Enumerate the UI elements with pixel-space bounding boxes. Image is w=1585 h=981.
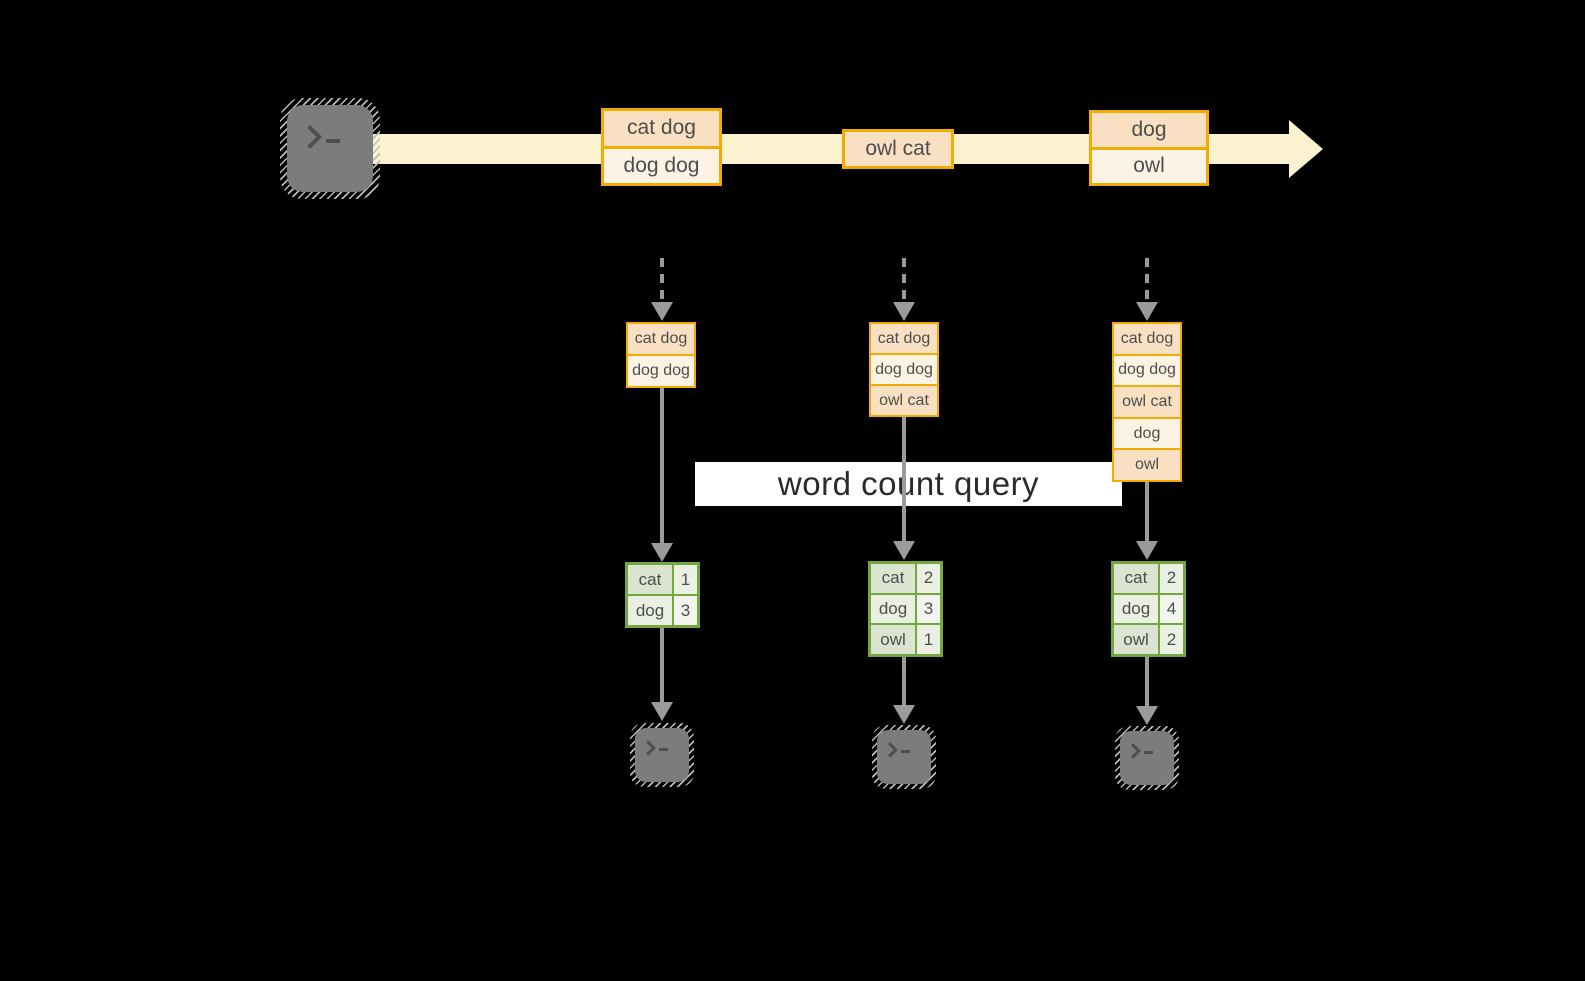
- buffer-cell: dog dog: [1114, 353, 1180, 386]
- ingest-dashed-arrow: [1145, 258, 1149, 300]
- chevron-right-icon: [640, 740, 656, 756]
- sink-terminal-icon: [1115, 726, 1179, 790]
- buffer-cell: owl: [1114, 448, 1180, 480]
- buffer-cell: dog: [1114, 416, 1180, 449]
- sink-terminal-icon: [630, 723, 694, 787]
- count-cell: 1: [915, 625, 940, 655]
- table-row: owl 1: [871, 623, 940, 655]
- ingest-arrowhead-icon: [651, 302, 673, 321]
- output-arrowhead-icon: [651, 702, 673, 721]
- buffer-cell: owl cat: [871, 384, 937, 415]
- output-arrow: [660, 628, 664, 703]
- table-row: cat 1: [628, 565, 697, 594]
- ingest-arrowhead-icon: [1136, 302, 1158, 321]
- table-row: dog 3: [871, 592, 940, 624]
- count-cell: 2: [1158, 564, 1183, 593]
- table-row: cat 2: [1114, 564, 1183, 593]
- chevron-right-icon: [1125, 743, 1141, 759]
- word-cell: dog: [1114, 594, 1158, 624]
- buffer-cell: cat dog: [1114, 324, 1180, 354]
- table-row: dog 4: [1114, 592, 1183, 624]
- output-arrow: [1145, 657, 1149, 707]
- word-count-query-banner: word count query: [695, 462, 1122, 506]
- table-row: dog 3: [628, 594, 697, 625]
- query-arrow: [1145, 482, 1149, 542]
- count-cell: 3: [915, 594, 940, 624]
- word-cell: cat: [628, 565, 672, 594]
- count-cell: 2: [1158, 625, 1183, 655]
- query-arrowhead-icon: [1136, 541, 1158, 560]
- stream-arrow-head-icon: [1289, 120, 1323, 178]
- stream-event-cell: owl: [1092, 146, 1206, 183]
- cursor-underscore-icon: [901, 750, 910, 753]
- banner-label: word count query: [777, 465, 1040, 502]
- terminal-prompt-icon: [1125, 743, 1153, 759]
- sink-terminal-icon: [872, 725, 936, 789]
- terminal-screen: [635, 728, 689, 782]
- stream-event-cell: dog dog: [604, 145, 719, 183]
- cursor-underscore-icon: [326, 138, 340, 143]
- query-arrowhead-icon: [651, 543, 673, 562]
- ingest-dashed-arrow: [660, 258, 664, 300]
- word-cell: owl: [1114, 625, 1158, 655]
- word-count-table: cat 2 dog 3 owl 1: [868, 561, 943, 657]
- word-cell: cat: [871, 564, 915, 593]
- count-cell: 2: [915, 564, 940, 593]
- table-row: owl 2: [1114, 623, 1183, 655]
- buffer-cell: cat dog: [628, 324, 694, 354]
- buffer-cell: cat dog: [871, 324, 937, 353]
- buffer-cell: dog dog: [871, 353, 937, 384]
- terminal-prompt-icon: [882, 742, 910, 758]
- terminal-screen: [877, 730, 931, 784]
- word-cell: dog: [628, 596, 672, 625]
- ingest-arrowhead-icon: [893, 302, 915, 321]
- output-arrowhead-icon: [1136, 706, 1158, 725]
- count-cell: 3: [672, 596, 697, 625]
- terminal-screen: [1120, 731, 1174, 785]
- buffer-stack: cat dog dog dog owl cat dog owl: [1112, 322, 1182, 482]
- buffer-cell: dog dog: [628, 354, 694, 386]
- stream-event-box: dog owl: [1089, 110, 1209, 186]
- query-arrow: [660, 388, 664, 545]
- count-cell: 1: [672, 565, 697, 594]
- word-count-table: cat 1 dog 3: [625, 562, 700, 628]
- output-arrowhead-icon: [893, 705, 915, 724]
- stream-event-cell: cat dog: [604, 111, 719, 146]
- word-cell: cat: [1114, 564, 1158, 593]
- terminal-prompt-icon: [640, 740, 668, 756]
- word-count-table: cat 2 dog 4 owl 2: [1111, 561, 1186, 657]
- buffer-stack: cat dog dog dog owl cat: [869, 322, 939, 417]
- chevron-right-icon: [298, 124, 323, 149]
- buffer-cell: owl cat: [1114, 385, 1180, 417]
- word-cell: owl: [871, 625, 915, 655]
- stream-event-cell: dog: [1092, 113, 1206, 147]
- count-cell: 4: [1158, 594, 1183, 624]
- word-cell: dog: [871, 594, 915, 624]
- chevron-right-icon: [882, 742, 898, 758]
- output-arrow: [902, 657, 906, 706]
- table-row: cat 2: [871, 564, 940, 593]
- buffer-stack: cat dog dog dog: [626, 322, 696, 388]
- terminal-screen: [287, 105, 373, 192]
- source-terminal-icon: [280, 98, 380, 199]
- terminal-prompt-icon: [298, 124, 340, 149]
- stream-event-cell: owl cat: [845, 132, 951, 166]
- query-arrowhead-icon: [893, 541, 915, 560]
- stream-event-box: owl cat: [842, 129, 954, 169]
- cursor-underscore-icon: [1144, 751, 1153, 754]
- query-arrow: [902, 417, 906, 542]
- stream-event-box: cat dog dog dog: [601, 108, 722, 186]
- ingest-dashed-arrow: [902, 258, 906, 300]
- cursor-underscore-icon: [659, 748, 668, 751]
